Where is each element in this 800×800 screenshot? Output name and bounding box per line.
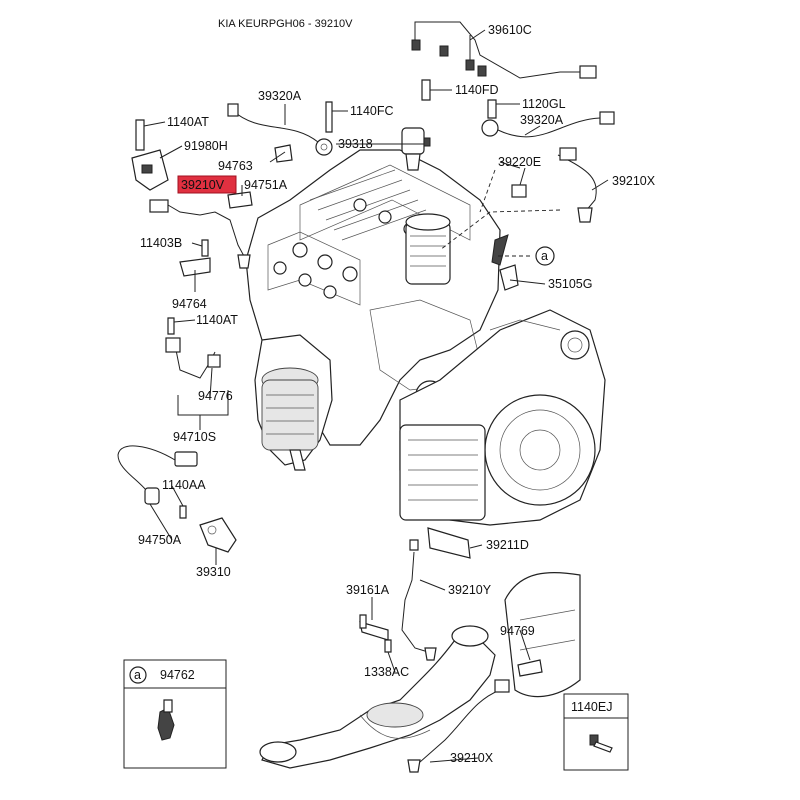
o2-sensor-39210x-top [557,147,597,223]
bolt-1140aa [179,505,187,519]
part-1338ac [384,639,392,653]
label-35105g: 35105G [548,277,592,291]
label-39310: 39310 [196,565,231,579]
bracket-94764 [179,257,211,277]
label-39318: 39318 [338,137,373,151]
o2-sensor-39210y [401,551,437,661]
label-94750a: 94750A [138,533,182,547]
label-1140fc: 1140FC [350,104,394,118]
knock-sensor-39320a-right [481,111,615,138]
o2-sensor-39210x-bottom [407,679,510,773]
label-94769: 94769 [500,624,535,638]
sensor-39220e [511,167,527,198]
part-94751a [227,191,253,209]
bracket-94769 [517,659,543,677]
diagram-title: KIA KEURPGH06 - 39210V [218,18,353,30]
label-1140at-top: 1140AT [167,115,209,129]
label-94710s: 94710S [173,430,216,444]
label-1120gl: 1120GL [522,97,566,111]
bracket-39211d [409,527,471,559]
label-39220e: 39220E [498,155,541,169]
label-39610c: 39610C [488,23,532,37]
label-39211d: 39211D [486,538,529,552]
inset-a-letter: a [134,668,141,682]
knock-sensor-39320a-left [227,103,333,156]
callout-a-circle [535,246,555,266]
label-94764: 94764 [172,297,207,311]
transmission-illustration [399,309,606,526]
inset-box-1140ej: 1140EJ [563,693,629,771]
label-1140aa: 1140AA [162,478,206,492]
bolt-1140fc [325,101,333,133]
bolt-1120gl [487,99,497,119]
sensor-39310 [199,517,237,553]
bolt-11403b [201,239,209,257]
label-39210x-top: 39210X [612,174,656,188]
o2-sensor-39210v [149,199,251,269]
label-11403b: 11403B [140,236,182,250]
label-1140at-mid: 1140AT [196,313,238,327]
label-94762: 94762 [160,668,195,682]
sensor-39318 [401,127,431,171]
sensor-94776 [165,337,221,379]
label-94776: 94776 [198,389,233,403]
bolt-1140at-mid [167,317,175,335]
leader-lines [143,29,609,763]
label-39210y: 39210Y [448,583,492,597]
callout-a-letter: a [541,249,548,263]
bracket-39161a [359,614,389,641]
guide-lines [439,169,561,257]
bracket-91980h [131,149,169,191]
label-1338ac: 1338AC [364,665,409,679]
highlight-box-39210v [177,175,237,194]
label-1140fd: 1140FD [455,83,499,97]
label-39161a: 39161A [346,583,390,597]
sensor-94750a [117,445,198,505]
label-1140ej: 1140EJ [571,700,612,714]
harness-39610c [411,21,597,79]
label-39210x-bottom: 39210X [450,751,494,765]
inset-box-94762: a 94762 [123,659,227,769]
bolt-1140at-top [135,119,145,151]
label-91980h: 91980H [184,139,228,153]
exhaust-manifold-illustration [254,334,333,471]
label-39210v: 39210V [181,178,225,192]
label-39320a-left: 39320A [258,89,302,103]
label-94751a: 94751A [244,178,288,192]
label-94763: 94763 [218,159,253,173]
sensor-35105g [491,234,519,291]
label-39320a-right: 39320A [520,113,564,127]
bolt-1140fd [421,79,431,101]
